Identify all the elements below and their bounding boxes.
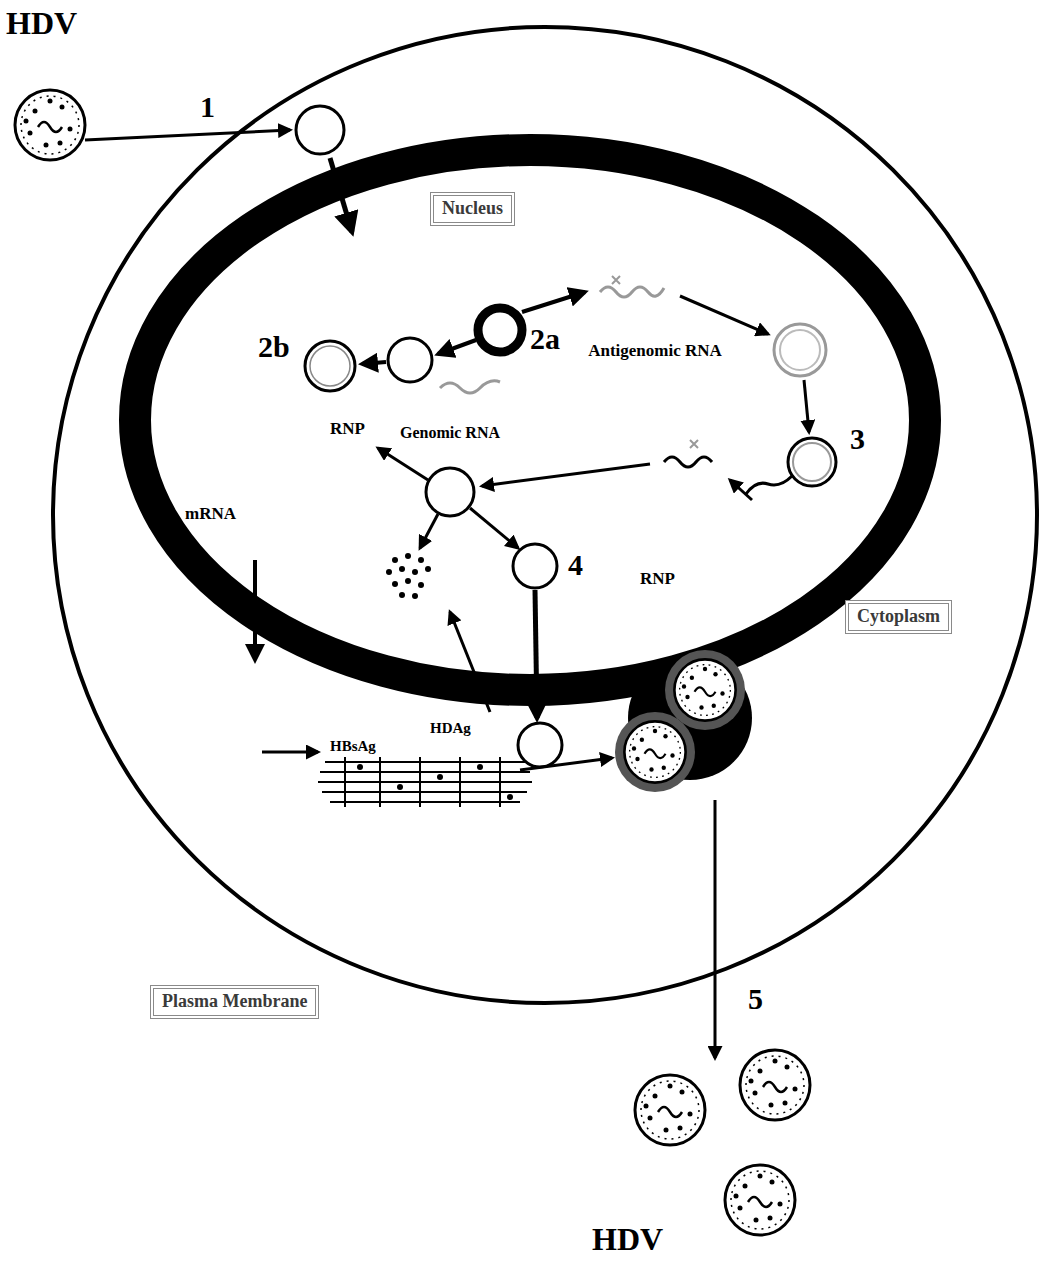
- callout-number: 3: [850, 422, 865, 455]
- rna-label: Genomic RNA: [400, 424, 500, 442]
- rna-label: mRNA: [185, 505, 236, 524]
- protein-label: HBsAg: [330, 738, 376, 755]
- complex-label: RNP: [640, 570, 675, 589]
- virus-label: HDV: [592, 1222, 663, 1257]
- callout-number: 2a: [530, 322, 560, 355]
- callout-number: 2b: [258, 330, 290, 363]
- callout-number: 1: [200, 90, 215, 123]
- region-label: Nucleus: [442, 198, 503, 218]
- region-box: Cytoplasm: [845, 600, 952, 634]
- region-label: Cytoplasm: [857, 606, 940, 626]
- callout-number: 4: [568, 548, 583, 581]
- virus-label: HDV: [6, 6, 77, 41]
- region-box: Nucleus: [430, 192, 515, 226]
- protein-label: HDAg: [430, 720, 471, 737]
- region-label: Plasma Membrane: [162, 991, 307, 1011]
- rna-label: Antigenomic RNA: [585, 342, 725, 361]
- region-box: Plasma Membrane: [150, 985, 319, 1019]
- complex-label: RNP: [330, 420, 365, 439]
- callout-number: 5: [748, 982, 763, 1015]
